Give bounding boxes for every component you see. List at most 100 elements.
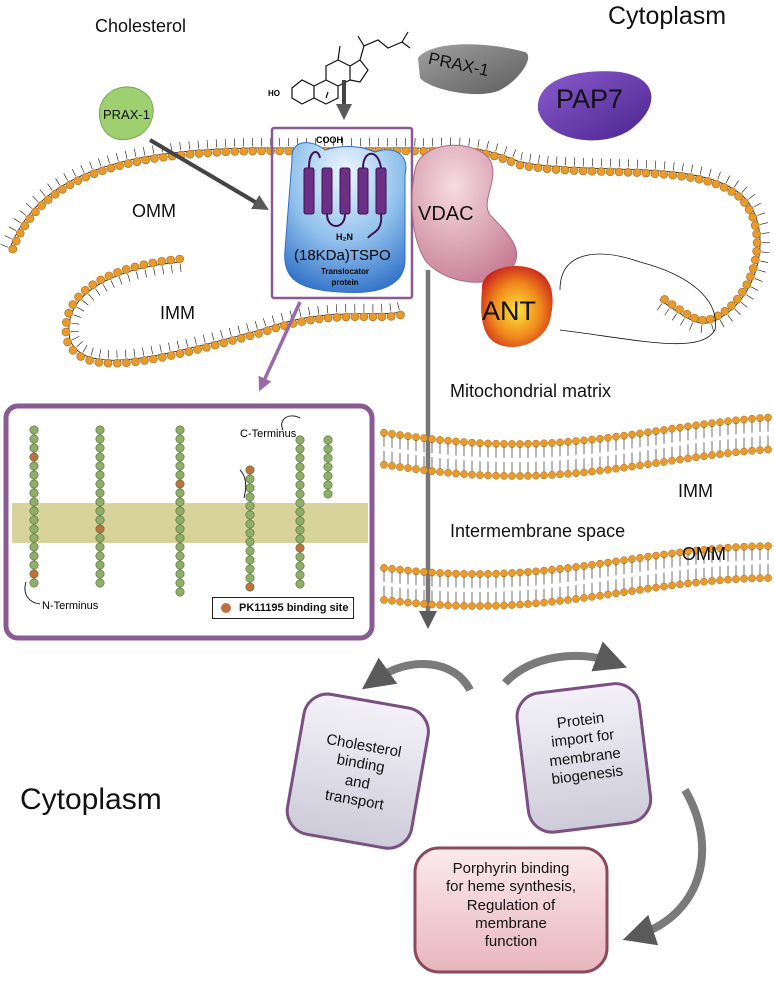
strip-lipid-head <box>732 417 739 424</box>
strip-lipid-head <box>484 440 491 447</box>
lipid-head <box>728 187 736 195</box>
amino-acid-residue <box>246 529 254 537</box>
lipid-tail <box>83 345 87 352</box>
lipid-tail <box>143 147 144 155</box>
strip-lipid-head <box>740 416 747 423</box>
amino-acid-residue <box>96 462 104 470</box>
lipid-head <box>86 356 94 364</box>
amino-acid-residue <box>30 471 38 479</box>
amino-acid-residue <box>176 561 184 569</box>
lipid-tail <box>125 350 126 358</box>
strip-lipid-head <box>748 447 755 454</box>
lipid-head <box>58 185 66 193</box>
strip-lipid-head <box>612 558 619 565</box>
lipid-tail <box>171 143 172 151</box>
strip-lipid-head <box>540 440 547 447</box>
strip-lipid-head <box>516 472 523 479</box>
lipid-head <box>561 166 569 174</box>
amino-acid-residue <box>30 579 38 587</box>
lipid-tail <box>180 264 181 272</box>
lipid-head <box>499 155 507 163</box>
strip-lipid-head <box>572 438 579 445</box>
imm-top-label: IMM <box>160 304 195 322</box>
lipid-head <box>140 356 148 364</box>
lipid-head <box>678 172 686 180</box>
strip-lipid-head <box>484 472 491 479</box>
tspo-label: (18KDa)TSPO <box>294 247 391 264</box>
strip-lipid-head <box>580 594 587 601</box>
strip-lipid-head <box>596 467 603 474</box>
strip-lipid-head <box>556 471 563 478</box>
amino-acid-residue <box>30 435 38 443</box>
lipid-head <box>185 348 193 356</box>
strip-lipid-head <box>404 567 411 574</box>
strip-lipid-head <box>764 574 771 581</box>
lipid-tail <box>33 196 39 202</box>
strip-lipid-head <box>500 602 507 609</box>
strip-lipid-head <box>628 587 635 594</box>
lipid-head <box>720 183 728 191</box>
strip-lipid-head <box>740 575 747 582</box>
strip-lipid-head <box>396 566 403 573</box>
strip-lipid-head <box>620 589 627 596</box>
strip-lipid-head <box>556 565 563 572</box>
lipid-tail <box>263 318 266 326</box>
strip-lipid-head <box>380 429 387 436</box>
lipid-head <box>62 318 70 326</box>
strip-lipid-head <box>460 602 467 609</box>
lipid-head <box>12 237 20 245</box>
strip-lipid-head <box>684 455 691 462</box>
lipid-head <box>272 324 280 332</box>
amino-acid-residue <box>324 463 332 471</box>
ant-label: ANT <box>482 298 536 325</box>
lipid-tail <box>73 315 81 318</box>
lipid-tail <box>128 274 130 282</box>
strip-lipid-head <box>596 435 603 442</box>
lipid-head <box>95 358 103 366</box>
lipid-head <box>661 295 669 303</box>
lipid-tail <box>539 155 540 163</box>
lipid-tail <box>682 163 683 171</box>
strip-lipid-head <box>644 585 651 592</box>
strip-lipid-head <box>612 433 619 440</box>
strip-lipid-head <box>436 436 443 443</box>
strip-lipid-head <box>596 592 603 599</box>
strip-lipid-head <box>460 570 467 577</box>
amino-acid-residue <box>96 570 104 578</box>
lipid-tail <box>728 315 733 321</box>
strip-lipid-head <box>572 595 579 602</box>
strip-lipid-head <box>548 598 555 605</box>
lipid-head <box>285 147 293 155</box>
lipid-head <box>552 165 560 173</box>
lipid-head <box>579 167 587 175</box>
lipid-head <box>624 168 632 176</box>
lipid-head <box>516 161 524 169</box>
strip-lipid-head <box>564 564 571 571</box>
lipid-head <box>525 163 533 171</box>
strip-lipid-head <box>524 472 531 479</box>
lipid-tail <box>747 295 754 299</box>
lipid-tail <box>556 156 557 164</box>
strip-lipid-head <box>588 468 595 475</box>
strip-lipid-head <box>444 469 451 476</box>
amino-acid-residue <box>30 516 38 524</box>
amino-acid-residue <box>30 480 38 488</box>
lipid-head <box>669 171 677 179</box>
lipid-head <box>615 168 623 176</box>
strip-lipid-head <box>412 568 419 575</box>
h2n-label: H₂N <box>336 232 353 242</box>
strip-lipid-head <box>652 427 659 434</box>
amino-acid-residue <box>296 508 304 516</box>
strip-lipid-head <box>468 602 475 609</box>
strip-lipid-head <box>732 449 739 456</box>
strip-lipid-head <box>676 424 683 431</box>
strip-lipid-head <box>572 563 579 570</box>
lipid-head <box>140 261 148 269</box>
lipid-tail <box>14 218 21 222</box>
strip-lipid-head <box>460 470 467 477</box>
lipid-tail <box>72 169 75 176</box>
amino-acid-residue <box>30 489 38 497</box>
strip-lipid-head <box>652 552 659 559</box>
lipid-tail <box>96 289 100 296</box>
lipid-head <box>746 273 754 281</box>
